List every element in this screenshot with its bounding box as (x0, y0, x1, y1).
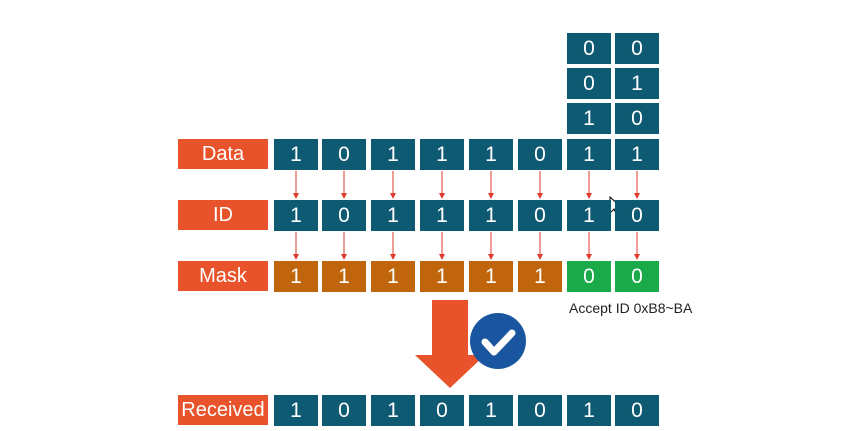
id-row-label: ID (178, 200, 268, 230)
data-to-id-arrow-8 (634, 171, 640, 199)
data-bit-8: 1 (615, 139, 659, 170)
received-bit-5: 1 (469, 395, 513, 426)
data-to-id-arrow-4 (439, 171, 445, 199)
id-to-mask-arrow-5 (488, 232, 494, 260)
received-row-label: Received (178, 395, 268, 425)
stacked-bit-col7-2: 0 (567, 68, 611, 99)
id-bit-7: 1 (567, 200, 611, 231)
data-to-id-arrow-3 (390, 171, 396, 199)
received-bit-2: 0 (322, 395, 366, 426)
data-bit-2: 0 (322, 139, 366, 170)
id-bit-8: 0 (615, 200, 659, 231)
down-arrow-icon (415, 300, 485, 388)
mask-bit-2: 1 (322, 261, 366, 292)
mask-bit-1: 1 (274, 261, 318, 292)
id-to-mask-arrow-4 (439, 232, 445, 260)
mask-bit-5: 1 (469, 261, 513, 292)
received-bit-1: 1 (274, 395, 318, 426)
received-bit-8: 0 (615, 395, 659, 426)
received-bit-4: 0 (420, 395, 464, 426)
mask-bit-6: 1 (518, 261, 562, 292)
mask-bit-8: 0 (615, 261, 659, 292)
data-to-id-arrow-2 (341, 171, 347, 199)
stacked-bit-col7-3: 1 (567, 103, 611, 134)
accept-id-note: Accept ID 0xB8~BA (569, 300, 693, 316)
stacked-bit-col8-3: 0 (615, 103, 659, 134)
id-to-mask-arrow-3 (390, 232, 396, 260)
data-to-id-arrow-7 (586, 171, 592, 199)
data-to-id-arrow-6 (537, 171, 543, 199)
id-bit-3: 1 (371, 200, 415, 231)
id-bit-6: 0 (518, 200, 562, 231)
received-bit-6: 0 (518, 395, 562, 426)
mask-bit-4: 1 (420, 261, 464, 292)
data-to-id-arrow-1 (293, 171, 299, 199)
data-bit-7: 1 (567, 139, 611, 170)
data-bit-5: 1 (469, 139, 513, 170)
id-bit-5: 1 (469, 200, 513, 231)
stacked-bit-col8-2: 1 (615, 68, 659, 99)
id-bit-4: 1 (420, 200, 464, 231)
id-to-mask-arrow-6 (537, 232, 543, 260)
data-to-id-arrow-5 (488, 171, 494, 199)
mask-row-label: Mask (178, 261, 268, 291)
id-to-mask-arrow-2 (341, 232, 347, 260)
id-to-mask-arrow-7 (586, 232, 592, 260)
data-bit-6: 0 (518, 139, 562, 170)
data-row-label: Data (178, 139, 268, 169)
received-bit-3: 1 (371, 395, 415, 426)
data-bit-4: 1 (420, 139, 464, 170)
stacked-bit-col7-1: 0 (567, 33, 611, 64)
stacked-bit-col8-1: 0 (615, 33, 659, 64)
id-bit-1: 1 (274, 200, 318, 231)
id-bit-2: 0 (322, 200, 366, 231)
received-bit-7: 1 (567, 395, 611, 426)
data-bit-1: 1 (274, 139, 318, 170)
check-badge-icon (470, 313, 526, 369)
id-to-mask-arrow-8 (634, 232, 640, 260)
data-bit-3: 1 (371, 139, 415, 170)
id-to-mask-arrow-1 (293, 232, 299, 260)
mask-bit-7: 0 (567, 261, 611, 292)
mask-bit-3: 1 (371, 261, 415, 292)
